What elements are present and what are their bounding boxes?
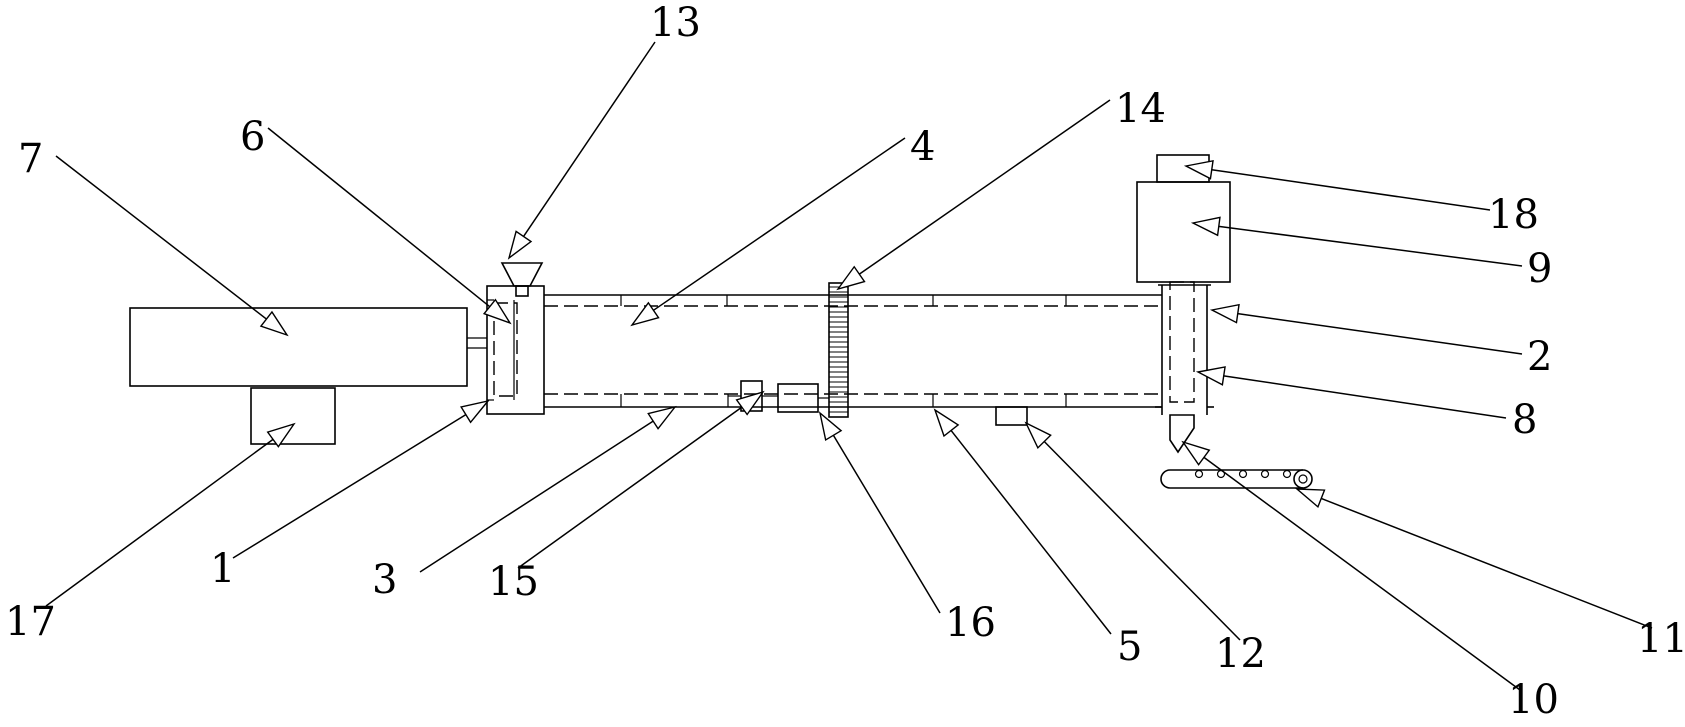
- label-8: 8: [1512, 397, 1537, 443]
- leader-15: [517, 406, 743, 569]
- leader-12: [1043, 440, 1241, 641]
- leader-13: [522, 41, 656, 237]
- part-6-inner: [493, 302, 518, 397]
- label-13: 13: [650, 0, 701, 46]
- leader-1: [232, 413, 467, 559]
- leader-5-arrowhead: [933, 408, 960, 438]
- leader-18: [1211, 168, 1491, 211]
- leader-11: [1320, 497, 1653, 629]
- leader-2-arrowhead: [1209, 303, 1240, 324]
- label-18: 18: [1488, 192, 1539, 238]
- drum-segment-ticks: [620, 295, 1067, 407]
- leader-10: [1203, 456, 1521, 691]
- leader-7: [55, 155, 267, 320]
- leader-14: [858, 99, 1111, 275]
- leader-10-arrowhead: [1181, 440, 1211, 466]
- label-17: 17: [5, 599, 56, 645]
- label-7: 7: [18, 136, 43, 182]
- leader-18-arrowhead: [1183, 159, 1214, 180]
- part-10-chute: [1169, 414, 1195, 454]
- label-4: 4: [910, 124, 935, 170]
- leader-16: [832, 434, 941, 614]
- leader-8: [1223, 375, 1507, 419]
- part-14-gear: [828, 282, 849, 418]
- part-12-support: [995, 406, 1028, 426]
- leader-16-arrowhead: [818, 411, 843, 442]
- leader-17: [45, 438, 274, 607]
- label-9: 9: [1527, 246, 1552, 292]
- leader-8-arrowhead: [1195, 366, 1226, 386]
- leader-12-arrowhead: [1024, 421, 1052, 450]
- leader-15-arrowhead: [735, 390, 765, 416]
- leader-9-arrowhead: [1190, 216, 1221, 237]
- leader-2: [1237, 312, 1523, 355]
- part-13-hopper: [500, 262, 544, 287]
- leader-4-arrowhead: [630, 301, 660, 327]
- leader-6: [267, 127, 491, 308]
- part-17-box: [250, 387, 336, 445]
- leader-13-arrowhead: [507, 230, 533, 260]
- leader-11-arrowhead: [1295, 488, 1326, 509]
- part-7-box: [129, 307, 468, 387]
- leader-14-arrowhead: [836, 265, 866, 291]
- label-14: 14: [1115, 86, 1166, 132]
- part-11-conveyor: [1160, 469, 1313, 489]
- label-6: 6: [240, 114, 265, 160]
- label-11: 11: [1637, 616, 1685, 662]
- leader-6-arrowhead: [482, 298, 512, 325]
- part-8-inner: [1169, 281, 1195, 403]
- leader-lines: [45, 41, 1653, 691]
- leader-7-arrowhead: [259, 310, 289, 337]
- label-3: 3: [372, 557, 397, 603]
- leader-3-arrowhead: [647, 405, 677, 430]
- label-10: 10: [1508, 677, 1559, 723]
- label-12: 12: [1215, 631, 1266, 677]
- leader-9: [1218, 225, 1523, 267]
- label-16: 16: [945, 600, 996, 646]
- leader-3: [419, 420, 654, 573]
- leader-17-arrowhead: [266, 422, 296, 448]
- label-1: 1: [210, 546, 235, 592]
- hopper-neck: [515, 285, 529, 297]
- gear-teeth: [829, 286, 848, 413]
- leader-1-arrowhead: [460, 399, 490, 424]
- label-15: 15: [488, 559, 539, 605]
- leader-4: [653, 137, 906, 311]
- label-2: 2: [1527, 334, 1552, 380]
- leader-5: [950, 429, 1112, 635]
- label-5: 5: [1117, 624, 1142, 670]
